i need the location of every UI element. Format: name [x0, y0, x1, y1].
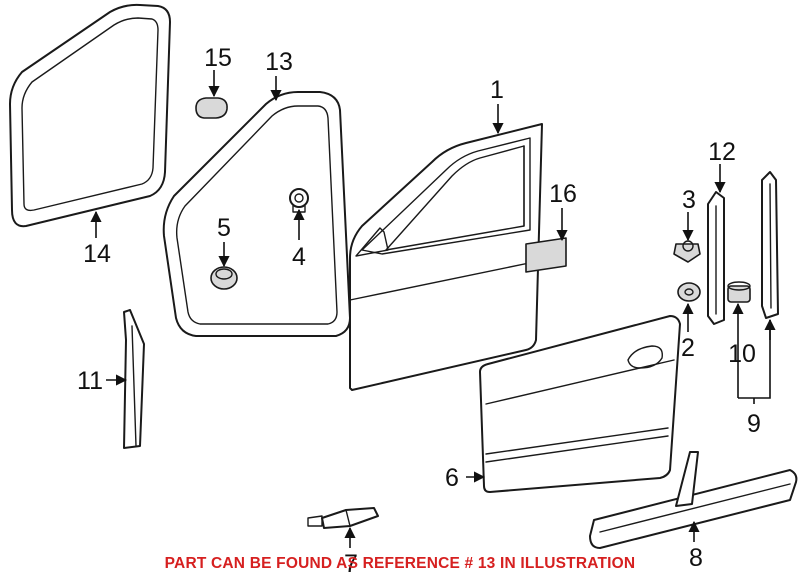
callout-11: 11 — [77, 367, 103, 395]
callout-5: 5 — [217, 214, 231, 242]
rocker-moulding-part — [589, 451, 798, 549]
callout-8: 8 — [689, 544, 703, 572]
door-weatherstrip-part — [162, 91, 351, 337]
callout-3: 3 — [682, 186, 696, 214]
clip-part — [289, 188, 309, 213]
callout-7: 7 — [344, 550, 358, 577]
washer-part — [677, 282, 701, 302]
callout-14: 14 — [83, 240, 111, 268]
label-part — [525, 237, 567, 273]
callout-numbers: 1 2 3 4 5 6 7 8 9 10 11 12 13 14 15 16 — [77, 44, 761, 577]
callout-15: 15 — [204, 44, 232, 72]
callout-9: 9 — [747, 410, 761, 438]
callout-16: 16 — [549, 180, 577, 208]
callout-2: 2 — [681, 334, 695, 362]
grommet-part — [210, 266, 238, 290]
outer-panel-part — [479, 315, 681, 493]
pillar-trim-part — [123, 309, 145, 449]
nut-part — [673, 240, 701, 263]
reference-notice: PART CAN BE FOUND AS REFERENCE # 13 IN I… — [165, 555, 636, 572]
callout-10: 10 — [728, 340, 756, 368]
glass-run-channel-part — [707, 191, 725, 325]
bolt-part — [727, 281, 751, 303]
rear-channel-part — [761, 171, 779, 319]
callout-13: 13 — [265, 48, 293, 76]
callout-6: 6 — [445, 464, 459, 492]
door-shell-part — [349, 123, 543, 391]
leader-lines — [90, 70, 776, 548]
callout-12: 12 — [708, 138, 736, 166]
plug-part — [195, 97, 228, 119]
callout-1: 1 — [490, 76, 504, 104]
weatherstrip-outer-part — [9, 3, 171, 228]
callout-4: 4 — [292, 243, 306, 271]
tube-part — [307, 507, 379, 529]
